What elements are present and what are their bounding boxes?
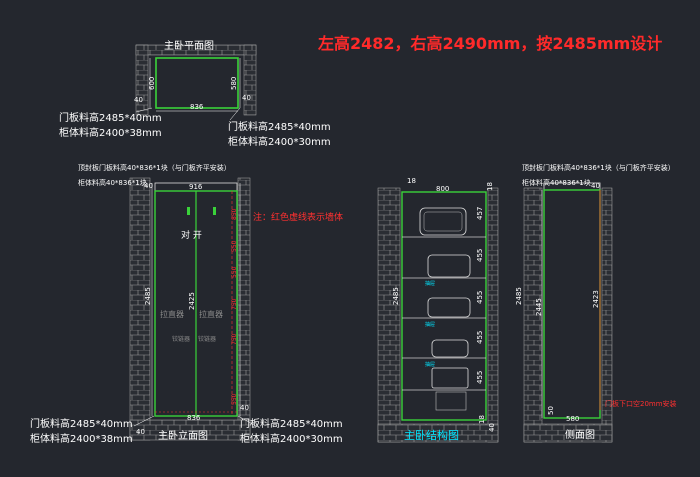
elev-top-note-2: 柜体料高40*836*1块 — [78, 178, 147, 187]
elev-wall-note: 注：红色虚线表示墙体 — [253, 211, 343, 223]
struct-shelf-label-2: 455 — [476, 249, 484, 262]
struct-drawer-2: 抽屉 — [425, 321, 435, 328]
side-top-note-1: 顶封板门板料高40*836*1块（与门板齐平安装） — [522, 163, 675, 172]
plan-note-left-2: 柜体料高2400*38mm — [59, 126, 162, 139]
struct-bottom-mark-2: 40 — [488, 423, 496, 432]
storage-box-1 — [419, 207, 467, 236]
struct-wall-left — [377, 187, 401, 443]
side-inner-height: 2445 — [535, 298, 543, 316]
struct-top-right: 18 — [486, 182, 494, 191]
side-outer-height: 2485 — [515, 287, 523, 305]
elev-note-right-2: 柜体料高2400*30mm — [240, 432, 343, 445]
side-bottom-note: 门板下口空20mm安装 — [605, 399, 677, 408]
elev-bottom-width: 836 — [187, 414, 201, 422]
elevation-view: 顶封板门板料高40*836*1块（与门板齐平安装） 柜体料高40*836*1块 … — [30, 163, 343, 445]
side-title: 侧面图 — [565, 428, 595, 441]
elev-bottom-right: 40 — [240, 404, 249, 412]
storage-box-5 — [431, 367, 469, 389]
header-note: 左高2482，右高2490mm，按2485mm设计 — [317, 34, 662, 53]
plan-note-right-1: 门板料高2485*40mm — [228, 120, 331, 133]
side-top-note-2: 柜体料高40*836*1块 — [522, 178, 591, 187]
elev-bottom-left: 40 — [136, 428, 145, 436]
struct-top-left: 18 — [407, 177, 416, 185]
struct-shelf-label-1: 457 — [476, 207, 484, 220]
struct-height: 2485 — [392, 287, 400, 305]
side-bottom-gap: 50 — [547, 406, 555, 415]
struct-wall-bottom — [377, 423, 499, 443]
elev-hinge-left: 铰链器 — [172, 335, 190, 343]
struct-width: 800 — [436, 185, 449, 193]
side-view: 顶封板门板料高40*836*1块（与门板齐平安装） 柜体料高40*836*1块 … — [515, 163, 677, 443]
struct-drawer-1: 抽屉 — [425, 280, 435, 287]
elev-note-left-2: 柜体料高2400*38mm — [30, 432, 133, 445]
elev-red-mark-5: 750 — [231, 333, 238, 345]
plan-corner-right: 40 — [242, 94, 251, 102]
struct-drawer-3: 抽屉 — [425, 361, 435, 368]
struct-shelf-label-4: 455 — [476, 331, 484, 344]
handle-left — [187, 207, 190, 215]
plan-note-right-2: 柜体料高2400*30mm — [228, 135, 331, 148]
elev-total-height: 2485 — [144, 287, 152, 305]
handle-right — [213, 207, 216, 215]
struct-title: 主卧结构图 — [404, 428, 459, 442]
structure-view: 18 800 18 2485 457 455 455 455 455 抽屉 抽屉… — [377, 177, 499, 443]
struct-cabinet-outline — [401, 191, 487, 421]
elev-red-mark-1: 850 — [231, 208, 238, 220]
elev-red-mark-2: 550 — [231, 240, 238, 252]
elev-mirror-right: 拉直器 — [199, 309, 223, 319]
side-right-height: 2423 — [592, 290, 600, 308]
plan-title: 主卧平面图 — [164, 39, 214, 52]
elev-title: 主卧立面图 — [158, 429, 208, 442]
struct-wall-right — [487, 187, 499, 443]
elev-mirror-left: 拉直器 — [160, 309, 184, 319]
elev-red-mark-6: 550 — [231, 393, 238, 405]
struct-bottom-mark-1: 18 — [478, 415, 486, 424]
plan-wall-left — [135, 44, 149, 116]
plan-left-depth: 600 — [148, 77, 156, 90]
struct-shelf-label-3: 455 — [476, 291, 484, 304]
plan-right-depth: 580 — [230, 77, 238, 90]
elev-note-left-1: 门板料高2485*40mm — [30, 417, 133, 430]
elev-wall-bottom — [129, 419, 251, 441]
plan-note-left-1: 门板料高2485*40mm — [59, 111, 162, 124]
elev-top-gap: 40 — [144, 182, 153, 190]
plan-width: 836 — [190, 103, 204, 111]
elev-top-note-1: 顶封板门板料高40*836*1块（与门板齐平安装） — [78, 163, 231, 172]
side-depth: 580 — [566, 415, 579, 423]
elev-red-mark-4: 750 — [231, 298, 238, 310]
elev-red-mark-3: 550 — [231, 266, 238, 278]
storage-box-4 — [431, 339, 469, 358]
elev-note-right-1: 门板料高2485*40mm — [240, 417, 343, 430]
elev-door-label: 对 开 — [181, 229, 202, 241]
side-wall-bottom — [523, 423, 613, 443]
elev-wall-left — [129, 177, 151, 441]
elev-hinge-right: 铰链器 — [198, 335, 216, 343]
plan-view: 主卧平面图 836 600 580 40 40 门板料高2485*40mm 柜体… — [59, 39, 331, 148]
plan-wall-right — [243, 44, 257, 116]
storage-box-2 — [427, 254, 471, 278]
side-top-gap: 40 — [591, 182, 600, 190]
elev-inner-height: 2425 — [188, 292, 196, 310]
storage-box-3 — [427, 297, 471, 318]
elev-width: 916 — [189, 183, 203, 191]
struct-shelf-label-5: 455 — [476, 371, 484, 384]
plan-cabinet-outline — [155, 57, 239, 109]
plan-corner-left: 40 — [134, 96, 143, 104]
